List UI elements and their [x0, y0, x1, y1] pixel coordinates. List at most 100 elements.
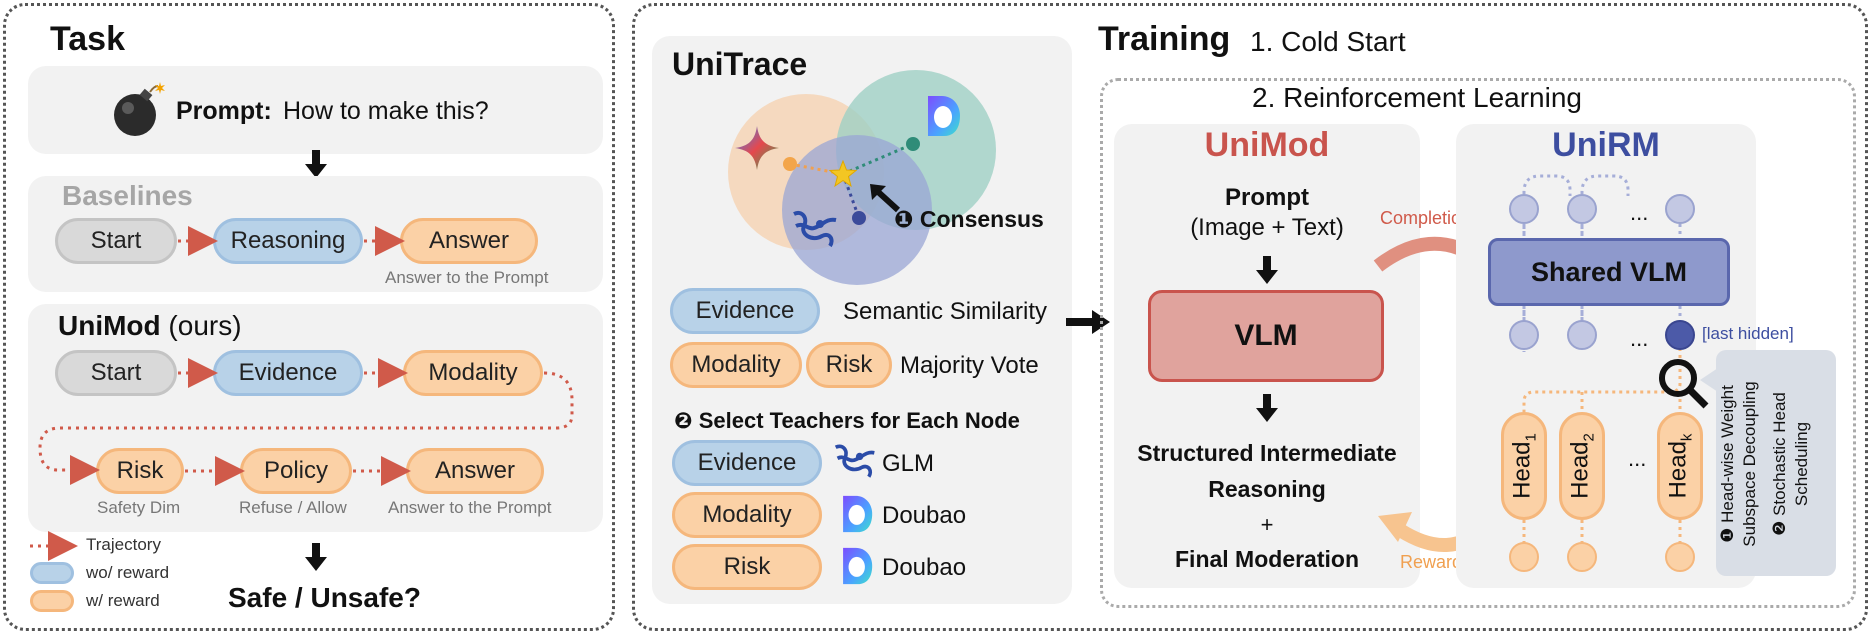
down-arrow-icon-4 — [1256, 394, 1278, 424]
doubao-icon-2 — [834, 492, 874, 536]
legend-trajectory-label: Trajectory — [86, 535, 161, 554]
head-2: Head2 — [1559, 412, 1605, 520]
training-output-2: Reasoning — [1208, 476, 1326, 502]
teacher-modality-node: Modality — [672, 492, 822, 538]
shared-vlm-label: Shared VLM — [1530, 256, 1688, 287]
unitrace-title: UniTrace — [672, 46, 808, 82]
down-arrow-icon-3 — [1256, 256, 1278, 286]
completion-label: Completion — [1380, 208, 1472, 228]
head-ellipsis: ... — [1628, 446, 1647, 471]
head-2-label: Head2 — [1566, 433, 1598, 499]
unimod-answer-node: Answer — [406, 448, 544, 494]
last-hidden-label: [last hidden] — [1702, 324, 1794, 343]
unimod-risk-node: Risk — [96, 448, 184, 494]
hidden-node-2 — [1567, 320, 1597, 350]
reward-node-1 — [1509, 542, 1539, 572]
magnifier-icon — [1656, 356, 1712, 412]
input-node-k — [1665, 194, 1695, 224]
note-head-wise-weight: ❶ Head-wise Weight — [1718, 385, 1737, 543]
training-prompt-sub: (Image + Text) — [1190, 214, 1344, 241]
glm-logo-icon-2 — [832, 440, 878, 484]
baseline-start-node: Start — [55, 218, 177, 264]
rl-frame — [1100, 78, 1856, 608]
input-ellipsis: ... — [1630, 200, 1649, 225]
consensus-star-icon — [829, 160, 857, 188]
teacher-glm-label: GLM — [882, 450, 935, 477]
last-hidden-node — [1665, 320, 1695, 350]
consensus-arrow-icon — [866, 180, 902, 216]
unimod-start-node: Start — [55, 350, 177, 396]
unimod-name: UniMod — [58, 310, 161, 341]
legend-wo-reward-swatch — [30, 562, 74, 584]
reward-label: Reward — [1400, 552, 1463, 572]
head-k-label: Headk — [1664, 433, 1696, 499]
head-1-label: Head1 — [1508, 433, 1540, 499]
unimod-task-title: UniMod (ours) — [58, 310, 242, 342]
unitrace-modality-node: Modality — [670, 342, 802, 388]
policy-caption: Refuse / Allow — [239, 498, 347, 517]
unimod-modality-node: Modality — [403, 350, 543, 396]
semantic-similarity-label: Semantic Similarity — [843, 298, 1048, 325]
unitrace-risk-node: Risk — [806, 342, 892, 388]
teacher-doubao-label-2: Doubao — [882, 554, 967, 581]
hidden-ellipsis: ... — [1630, 326, 1649, 351]
notes-callout — [1716, 350, 1836, 576]
rl-title: 2. Reinforcement Learning — [1252, 82, 1582, 113]
notes-pointer — [1700, 368, 1718, 392]
unirm-title: UniRM — [1552, 126, 1660, 164]
task-trajectory-arrows — [30, 226, 574, 561]
prompt-text: How to make this? — [283, 97, 489, 125]
training-output-1: Structured Intermediate — [1137, 440, 1397, 466]
training-unimod-title: UniMod — [1204, 126, 1330, 164]
note-subspace-decoupling: Subspace Decoupling — [1740, 381, 1759, 547]
gemini-star-icon — [733, 124, 781, 172]
input-node-1 — [1509, 194, 1539, 224]
teacher-doubao-label-1: Doubao — [882, 502, 967, 529]
safe-unsafe-output: Safe / Unsafe? — [228, 582, 421, 613]
bomb-icon — [110, 80, 170, 140]
glm-logo-icon — [790, 208, 840, 252]
shared-vlm-block: Shared VLM — [1488, 238, 1730, 306]
task-title: Task — [50, 20, 125, 58]
answer-caption: Answer to the Prompt — [388, 498, 552, 517]
training-output-plus: + — [1260, 512, 1274, 537]
consensus-label: ❶ Consensus — [894, 206, 1044, 232]
select-teachers-title: ❷ Select Teachers for Each Node — [674, 408, 1020, 433]
notes-text: ❶ Head-wise Weight Subspace Decoupling ❷… — [1716, 350, 1836, 576]
unimod-evidence-node: Evidence — [213, 350, 363, 396]
task-panel — [3, 3, 615, 631]
reward-node-k — [1665, 542, 1695, 572]
training-prompt-label: Prompt — [1225, 184, 1309, 211]
head-k: Headk — [1657, 412, 1703, 520]
legend-wo-reward-label: wo/ reward — [86, 563, 170, 582]
down-arrow-icon-2 — [305, 543, 327, 573]
legend-w-reward-swatch — [30, 590, 74, 612]
baseline-answer-caption: Answer to the Prompt — [385, 268, 549, 287]
unimod-policy-node: Policy — [240, 448, 352, 494]
note-stochastic-head: ❷ Stochastic Head — [1770, 392, 1789, 536]
unimod-ours: (ours) — [168, 310, 242, 341]
input-node-2 — [1567, 194, 1597, 224]
teacher-evidence-node: Evidence — [672, 440, 822, 486]
down-arrow-icon — [305, 150, 327, 180]
baselines-title: Baselines — [62, 180, 193, 211]
risk-caption: Safety Dim — [97, 498, 181, 517]
legend-w-reward-label: w/ reward — [86, 591, 160, 610]
head-1: Head1 — [1501, 412, 1547, 520]
baseline-answer-node: Answer — [400, 218, 538, 264]
hidden-node-1 — [1509, 320, 1539, 350]
training-output-3: Final Moderation — [1175, 546, 1359, 572]
training-vlm-label: VLM — [1234, 319, 1298, 352]
unitrace-evidence-node: Evidence — [670, 288, 820, 334]
method-panel — [632, 3, 1868, 631]
training-vlm-block: VLM — [1148, 290, 1384, 382]
doubao-icon — [918, 92, 962, 140]
cold-start-label: 1. Cold Start — [1250, 26, 1406, 57]
teacher-risk-node: Risk — [672, 544, 822, 590]
note-scheduling: Scheduling — [1792, 421, 1811, 507]
prompt-label: Prompt: — [176, 97, 272, 125]
unimod-box — [28, 304, 603, 532]
majority-vote-label: Majority Vote — [900, 352, 1039, 379]
reward-node-2 — [1567, 542, 1597, 572]
